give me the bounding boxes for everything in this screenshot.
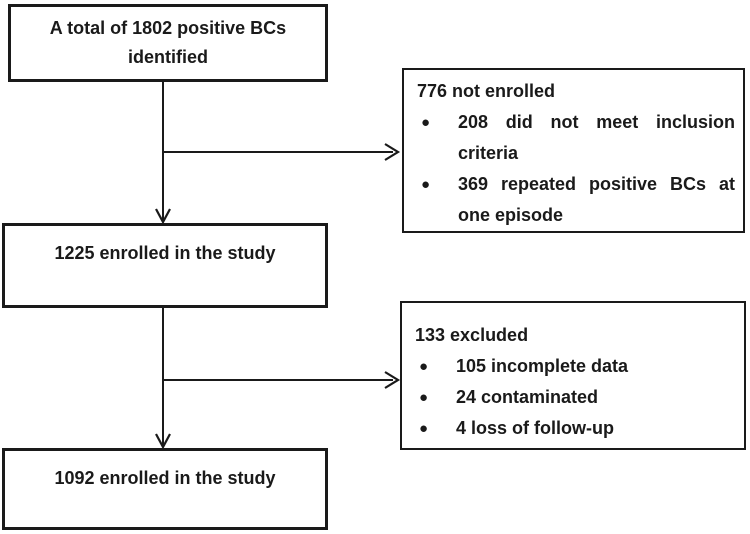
not-enrolled-bullet-1-line1: 208 did not meet inclusion (458, 112, 735, 132)
arrowhead-right-to-not-enrolled-icon (384, 143, 401, 161)
not-enrolled-bullet-1-line2: criteria (458, 143, 519, 163)
node-total-identified-line2: identified (128, 47, 208, 67)
not-enrolled-bullet-1: 208 did not meet inclusion criteria (458, 107, 735, 169)
node-total-identified-line1: A total of 1802 positive BCs (49, 18, 287, 38)
list-item: ● 369 repeated positive BCs at one episo… (417, 169, 735, 231)
list-item: ● 105 incomplete data (415, 351, 736, 382)
arrowhead-down-to-1225-icon (155, 208, 171, 225)
list-item: ● 24 contaminated (415, 382, 736, 413)
excluded-bullet-1: 105 incomplete data (456, 356, 629, 376)
bullet-icon: ● (421, 176, 431, 193)
bullet-icon: ● (421, 114, 431, 131)
bullet-icon: ● (419, 420, 429, 437)
node-excluded: 133 excluded ● 105 incomplete data ● 24 … (400, 301, 746, 450)
node-enrolled-1225-text: 1225 enrolled in the study (54, 243, 276, 263)
bullet-icon: ● (419, 389, 429, 406)
list-item: ● 208 did not meet inclusion criteria (417, 107, 735, 169)
node-enrolled-1092: 1092 enrolled in the study (2, 448, 328, 530)
not-enrolled-bullet-2: 369 repeated positive BCs at one episode (458, 169, 735, 231)
node-not-enrolled-title: 776 not enrolled (417, 81, 556, 101)
excluded-bullet-3: 4 loss of follow-up (456, 418, 614, 438)
arrowhead-down-to-1092-icon (155, 433, 171, 450)
not-enrolled-bullet-2-line1: 369 repeated positive BCs at (458, 174, 735, 194)
arrowhead-right-to-excluded-icon (384, 371, 401, 389)
node-enrolled-1225: 1225 enrolled in the study (2, 223, 328, 308)
node-not-enrolled: 776 not enrolled ● 208 did not meet incl… (402, 68, 745, 233)
node-excluded-title: 133 excluded (415, 325, 529, 345)
bullet-icon: ● (419, 358, 429, 375)
node-total-identified: A total of 1802 positive BCs identified (8, 4, 328, 82)
node-enrolled-1092-text: 1092 enrolled in the study (54, 468, 276, 488)
excluded-bullet-2: 24 contaminated (456, 387, 599, 407)
not-enrolled-bullet-2-line2: one episode (458, 205, 564, 225)
list-item: ● 4 loss of follow-up (415, 413, 736, 444)
